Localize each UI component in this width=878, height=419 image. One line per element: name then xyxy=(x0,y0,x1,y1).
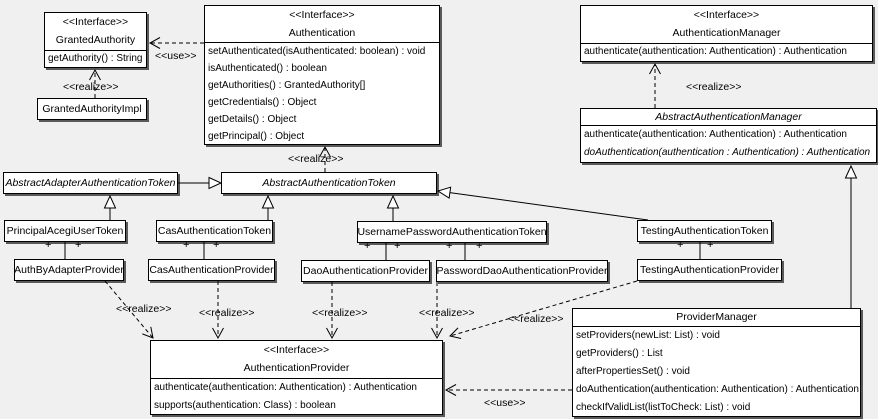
plus-label: + xyxy=(75,239,82,251)
stereotype-label: <<Interface>> xyxy=(289,9,355,21)
realize-label: <<realize>> xyxy=(419,307,475,319)
class-name: TestingAuthenticationToken xyxy=(640,225,769,237)
class-name: AbstractAuthenticationToken xyxy=(262,177,396,189)
method-label: getProviders() : List xyxy=(576,348,663,359)
class-authentication-provider: <<Interface>> AuthenticationProvider aut… xyxy=(150,340,443,415)
class-name: GrantedAuthorityImpl xyxy=(42,103,142,115)
method-label: setProviders(newList: List) : void xyxy=(576,330,720,341)
class-name: AuthByAdapterProvider xyxy=(14,264,124,276)
method-label: authenticate(authentication: Authenticat… xyxy=(154,382,417,393)
class-cas-authentication-token: CasAuthenticationToken xyxy=(156,220,273,242)
class-testing-authentication-provider: TestingAuthenticationProvider xyxy=(637,259,782,281)
class-name: DaoAuthenticationProvider xyxy=(303,265,428,277)
class-name: AbstractAdapterAuthenticationToken xyxy=(5,177,176,189)
plus-label: + xyxy=(45,239,52,251)
class-name: PasswordDaoAuthenticationProvider xyxy=(436,265,608,277)
class-name: PrincipalAcegiUserToken xyxy=(6,225,124,237)
method-label: authenticate(authentication: Authenticat… xyxy=(584,129,847,140)
class-name: ProviderManager xyxy=(573,309,860,327)
class-authentication: <<Interface>> Authentication setAuthenti… xyxy=(204,5,440,145)
method-label: setAuthenticated(isAuthenticated: boolea… xyxy=(208,46,426,57)
class-name: Authentication xyxy=(288,27,356,39)
class-name: AuthenticationManager xyxy=(672,27,781,39)
plus-label: + xyxy=(476,240,483,252)
class-name: TestingAuthenticationProvider xyxy=(640,264,779,276)
realize-label: <<realize>> xyxy=(116,303,172,315)
class-principal-acegi-user-token: PrincipalAcegiUserToken xyxy=(4,220,126,242)
class-username-password-authentication-token: UsernamePasswordAuthenticationToken xyxy=(357,221,547,243)
stereotype-label: <<Interface>> xyxy=(693,9,760,21)
method-label: doAuthentication(authentication: Authent… xyxy=(576,384,859,395)
plus-label: + xyxy=(183,239,190,251)
method-label: getAuthority() : String xyxy=(48,53,143,64)
method-label: supports(authentication: Class) : boolea… xyxy=(154,400,336,411)
plus-label: + xyxy=(364,240,371,252)
class-auth-by-adapter-provider: AuthByAdapterProvider xyxy=(14,259,124,281)
class-authentication-manager: <<Interface>> AuthenticationManager auth… xyxy=(580,5,873,62)
stereotype-label: <<Interface>> xyxy=(62,16,129,28)
class-name: AuthenticationProvider xyxy=(243,362,350,374)
method-label: authenticate(authentication: Authenticat… xyxy=(584,46,847,57)
method-label: afterPropertiesSet() : void xyxy=(576,366,690,377)
method-label: getDetails() : Object xyxy=(208,114,297,125)
class-testing-authentication-token: TestingAuthenticationToken xyxy=(637,220,772,242)
class-cas-authentication-provider: CasAuthenticationProvider xyxy=(148,259,275,281)
class-abstract-adapter-authentication-token: AbstractAdapterAuthenticationToken xyxy=(3,172,178,194)
generalization-testingauthenticationtoken xyxy=(436,186,649,221)
stereotype-label: <<Interface>> xyxy=(263,344,330,356)
class-name: CasAuthenticationProvider xyxy=(149,264,274,276)
class-name: UsernamePasswordAuthenticationToken xyxy=(357,226,547,238)
abstract-method-label: doAuthentication(authentication : Authen… xyxy=(584,147,871,158)
method-label: getAuthorities() : GrantedAuthority[] xyxy=(208,80,366,91)
class-provider-manager: ProviderManager setProviders(newList: Li… xyxy=(572,308,861,417)
realize-label: <<realize>> xyxy=(312,307,368,319)
class-granted-authority-impl: GrantedAuthorityImpl xyxy=(37,98,147,120)
method-label: getCredentials() : Object xyxy=(208,97,317,108)
class-granted-authority: <<Interface>> GrantedAuthority getAuthor… xyxy=(44,12,147,68)
plus-label: + xyxy=(394,240,401,252)
class-dao-authentication-provider: DaoAuthenticationProvider xyxy=(301,260,430,282)
plus-label: + xyxy=(446,240,453,252)
class-name: GrantedAuthority xyxy=(55,34,136,46)
class-abstract-authentication-token: AbstractAuthenticationToken xyxy=(221,172,437,194)
use-label: <<use>> xyxy=(155,50,197,62)
realize-label: <<realize>> xyxy=(288,153,344,165)
realize-label: <<realize>> xyxy=(63,81,119,93)
class-name: CasAuthenticationToken xyxy=(157,225,272,237)
realize-label: <<realize>> xyxy=(686,81,742,93)
realize-label: <<realize>> xyxy=(508,313,564,325)
method-label: getPrincipal() : Object xyxy=(208,131,305,142)
plus-label: + xyxy=(707,239,714,251)
plus-label: + xyxy=(213,239,220,251)
use-label: <<use>> xyxy=(484,397,526,409)
plus-label: + xyxy=(677,239,684,251)
method-label: isAuthenticated() : boolean xyxy=(208,63,327,74)
method-label: checkIfValidList(listToCheck: List) : vo… xyxy=(576,402,751,413)
realize-label: <<realize>> xyxy=(199,307,255,319)
class-name: AbstractAuthenticationManager xyxy=(581,109,876,126)
class-abstract-authentication-manager: AbstractAuthenticationManager authentica… xyxy=(580,108,877,163)
class-password-dao-authentication-provider: PasswordDaoAuthenticationProvider xyxy=(436,260,608,282)
